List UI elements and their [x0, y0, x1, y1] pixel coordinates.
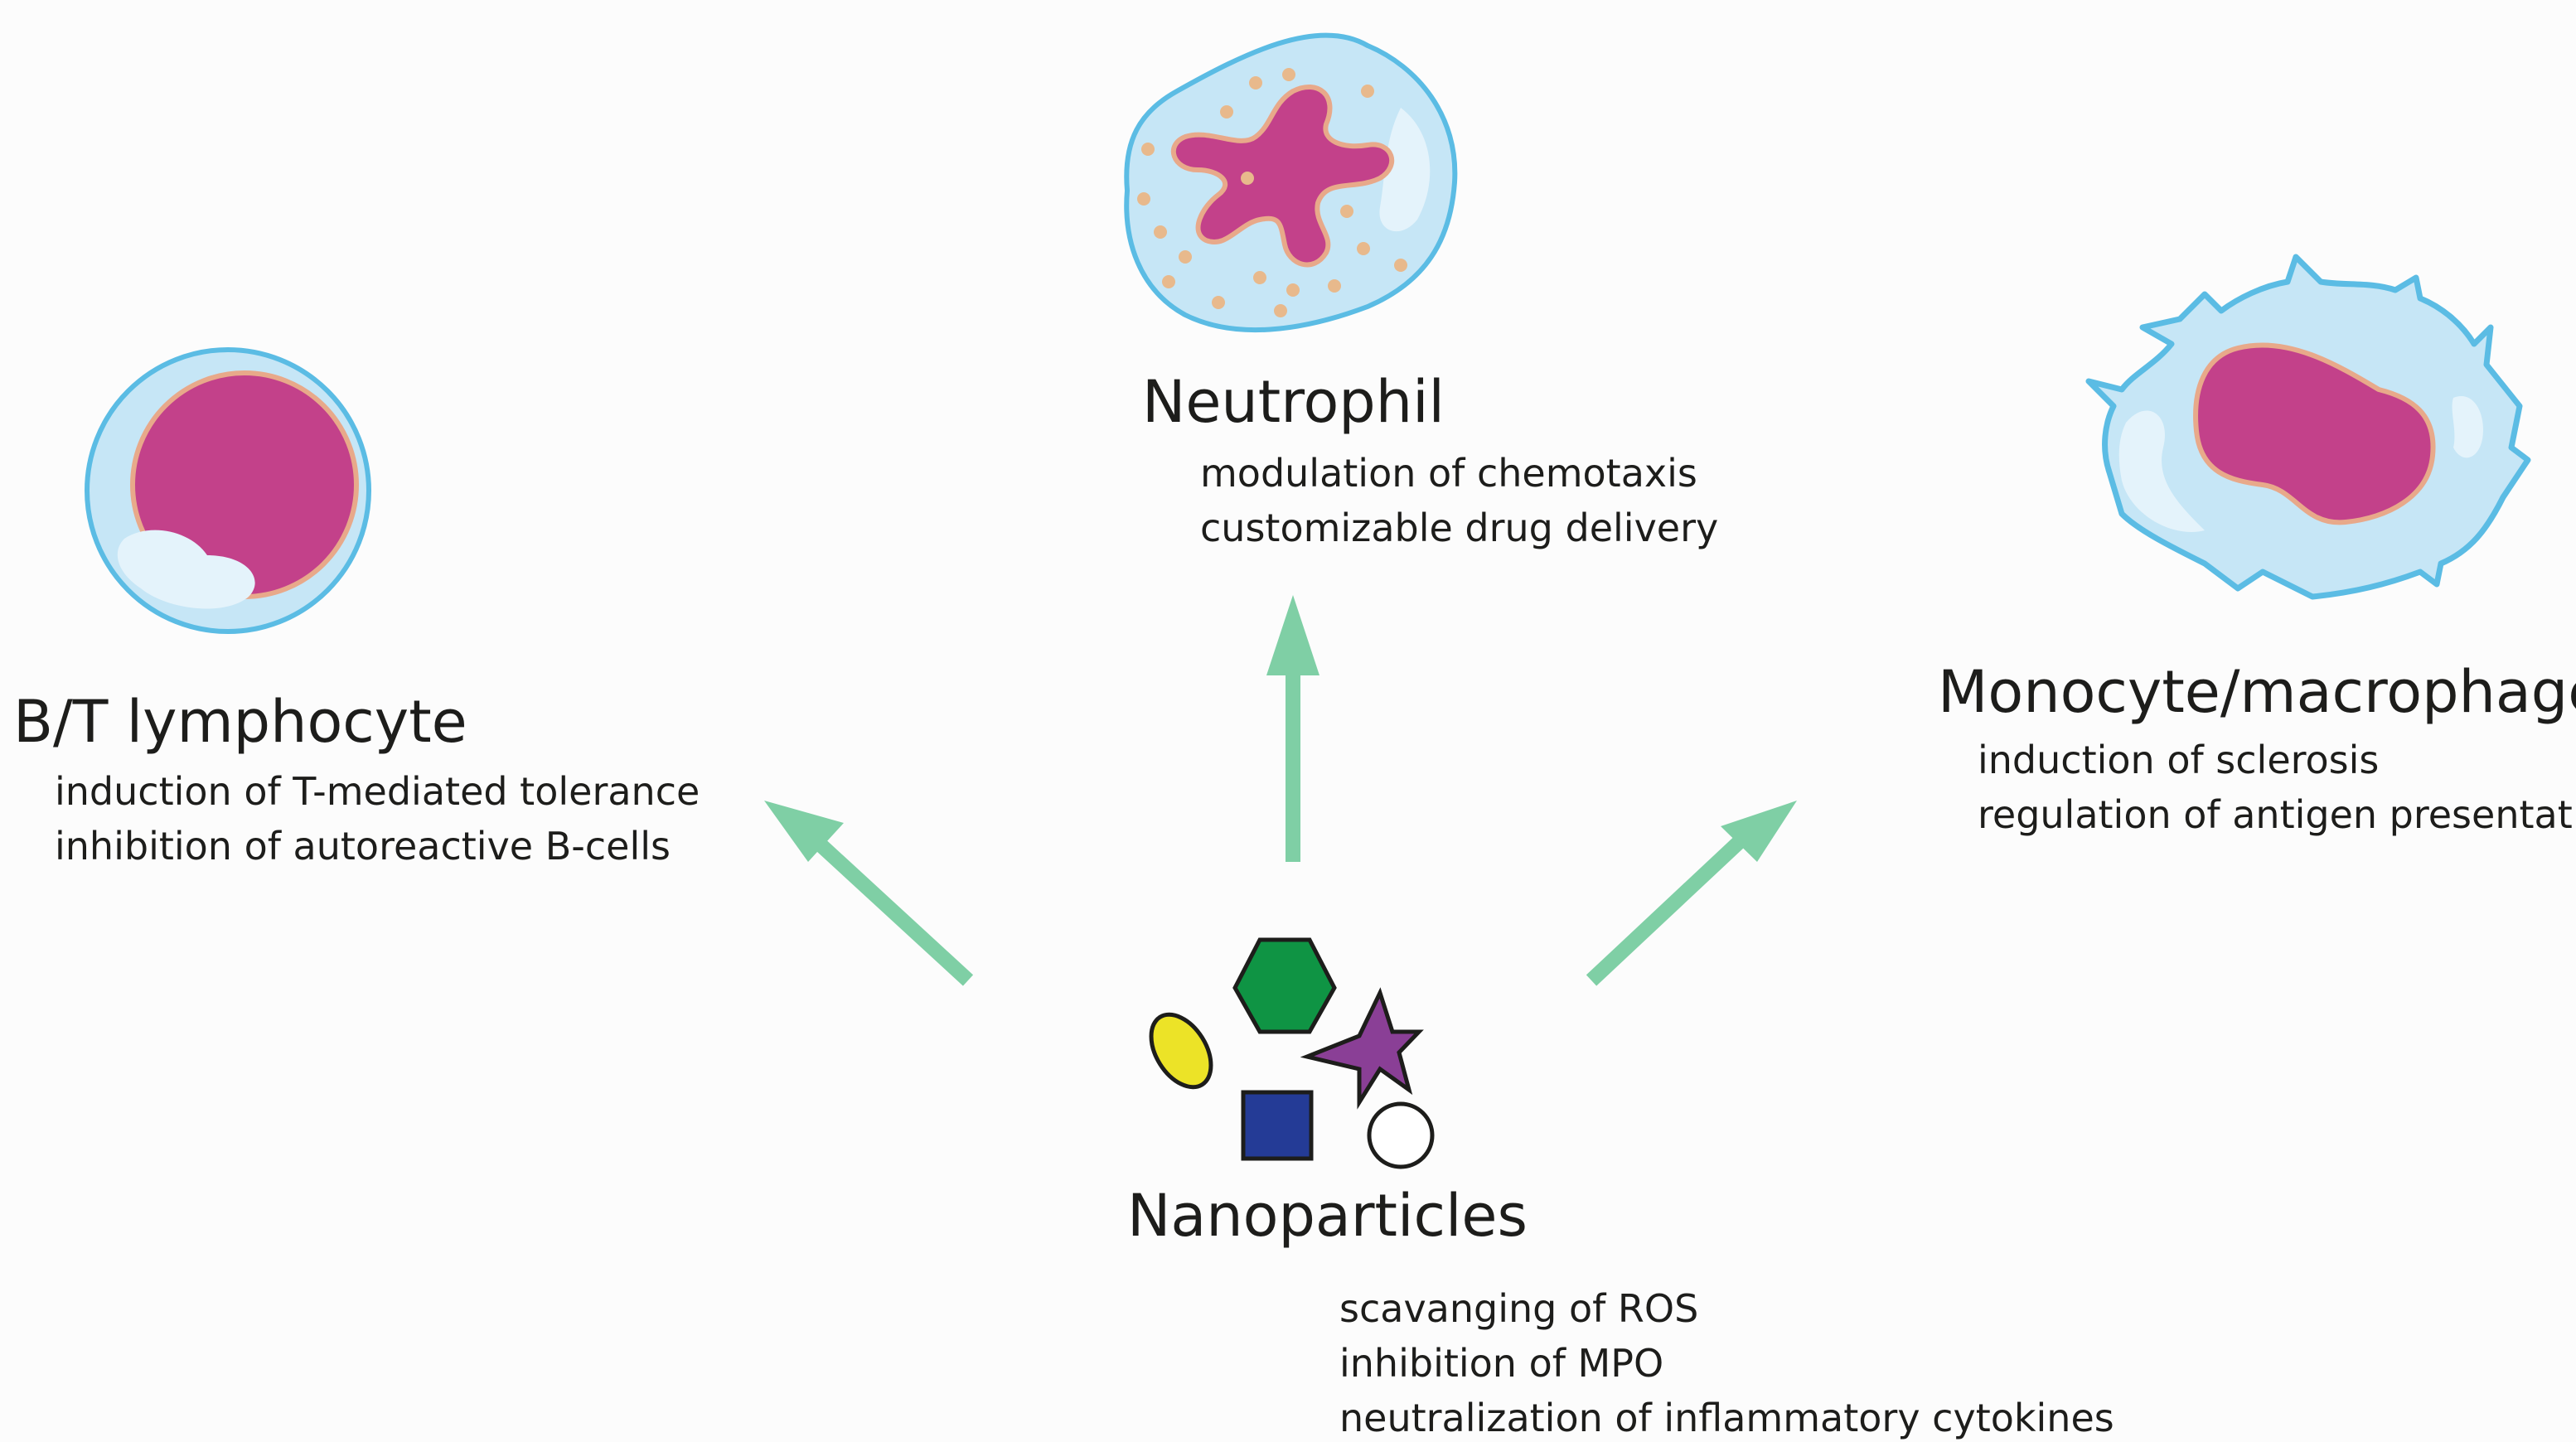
nanoparticle-square [1241, 1090, 1314, 1161]
nanoparticles-effect-item: inhibition of MPO [1339, 1341, 1664, 1386]
macrophage-effect-item: regulation of antigen presentation [1978, 792, 2576, 837]
neutrophil-effects: modulation of chemotaxis customizable dr… [1200, 446, 1718, 555]
nanoparticles-effect-item: scavanging of ROS [1339, 1286, 1699, 1331]
nanoparticle-shapes [1149, 937, 1435, 1169]
nanoparticles-effects: scavanging of ROS inhibition of MPO neut… [1339, 1281, 2114, 1442]
neutrophil-highlight [1379, 108, 1431, 232]
lymphocyte-effects: induction of T-mediated tolerance inhibi… [55, 764, 700, 873]
nanoparticles-title: Nanoparticles [1127, 1182, 1528, 1250]
neutrophil-effect-item: modulation of chemotaxis [1200, 451, 1697, 496]
nanoparticle-hexagon [1232, 937, 1337, 1034]
neutrophil-cell [1124, 32, 1458, 333]
lymphocyte-title: B/T lymphocyte [13, 688, 467, 756]
lymphocyte-effect-item: inhibition of autoreactive B-cells [55, 824, 671, 869]
neutrophil-title: Neutrophil [1142, 368, 1445, 436]
neutrophil-effect-item: customizable drug delivery [1200, 506, 1719, 550]
arrow-to-macrophage [1586, 801, 1797, 986]
lymphocyte-cell [85, 347, 371, 634]
macrophage-cell [2085, 254, 2531, 600]
macrophage-highlight-right [2452, 396, 2483, 458]
arrow-to-neutrophil [1266, 595, 1319, 862]
nanoparticles-effect-item: neutralization of inflammatory cytokines [1339, 1396, 2114, 1440]
neutrophil-granules [1137, 68, 1407, 317]
macrophage-nucleus [2193, 342, 2436, 525]
nanoparticle-ellipse [1149, 1012, 1213, 1090]
macrophage-effects: induction of sclerosis regulation of ant… [1978, 733, 2576, 842]
macrophage-title: Monocyte/macrophage [1938, 658, 2576, 726]
nanoparticle-circle [1367, 1101, 1435, 1169]
lymphocyte-highlight [117, 530, 255, 609]
nanoparticle-star [1300, 987, 1424, 1110]
macrophage-effect-item: induction of sclerosis [1978, 738, 2380, 782]
macrophage-highlight-left [2118, 410, 2205, 532]
neutrophil-nucleus [1170, 85, 1395, 268]
lymphocyte-effect-item: induction of T-mediated tolerance [55, 769, 700, 814]
arrow-to-lymphocyte [764, 801, 974, 986]
